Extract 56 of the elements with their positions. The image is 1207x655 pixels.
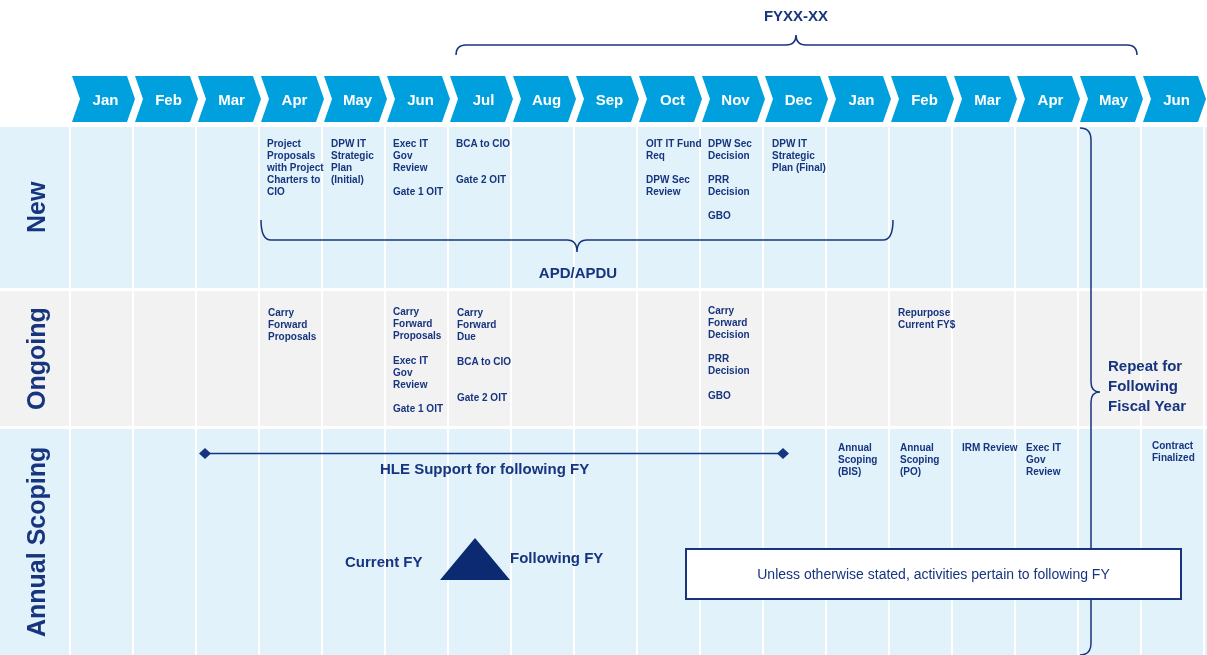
month-header: Oct: [639, 76, 702, 122]
activity-text: Project Proposals with Project Charters to CIO: [267, 138, 325, 198]
activity-text: PRR Decision: [708, 353, 751, 377]
activity-text: Exec IT Gov Review: [393, 138, 430, 174]
activity-text: DPW Sec Review: [646, 174, 691, 198]
month-header: May: [324, 76, 387, 122]
activity-text: PRR Decision: [708, 174, 751, 198]
activity-text: Gate 1 OIT: [393, 186, 444, 198]
activity-text: Repurpose Current FY$: [898, 307, 957, 331]
month-header: May: [1080, 76, 1143, 122]
month-header: Dec: [765, 76, 828, 122]
month-header: Mar: [954, 76, 1017, 122]
activity-text: GBO: [708, 210, 732, 222]
bracket-label: Repeat for Following Fiscal Year: [1108, 356, 1188, 416]
month-header: Jan: [828, 76, 891, 122]
month-header: Feb: [891, 76, 954, 122]
month-header: Jan: [72, 76, 135, 122]
bracket-label: APD/APDU: [537, 263, 619, 283]
row-heading: Annual Scoping: [22, 446, 50, 637]
month-header: Jun: [387, 76, 450, 122]
activity-text: Annual Scoping (PO): [900, 442, 941, 478]
month-header: Apr: [1017, 76, 1080, 122]
bracket-label: FYXX-XX: [762, 6, 830, 26]
month-header: Sep: [576, 76, 639, 122]
activity-text: DPW IT Strategic Plan (Final): [772, 138, 827, 174]
legend-text: Following FY: [510, 548, 605, 568]
activity-text: BCA to CIO: [456, 138, 512, 150]
activity-text: Carry Forward Proposals: [268, 307, 318, 343]
activity-text: Exec IT Gov Review: [1026, 442, 1063, 478]
row-heading: New: [22, 181, 50, 233]
activity-text: Annual Scoping (BIS): [838, 442, 879, 478]
month-header: Apr: [261, 76, 324, 122]
month-header: Mar: [198, 76, 261, 122]
activity-text: DPW IT Strategic Plan (Initial): [331, 138, 375, 186]
note-box: Unless otherwise stated, activities pertain to following FY: [685, 548, 1182, 600]
month-header: Jun: [1143, 76, 1206, 122]
activity-text: Gate 2 OIT: [456, 174, 507, 186]
bar-label: HLE Support for following FY: [380, 459, 591, 479]
month-header: Aug: [513, 76, 576, 122]
activity-text: Contract Finalized: [1152, 440, 1196, 464]
activity-text: GBO: [708, 390, 732, 402]
legend-text: Current FY: [345, 552, 424, 572]
month-header: Feb: [135, 76, 198, 122]
activity-text: Exec IT Gov Review: [393, 355, 430, 391]
month-header: Jul: [450, 76, 513, 122]
activity-text: Carry Forward Proposals: [393, 306, 443, 342]
activity-text: BCA to CIO: [457, 356, 513, 368]
activity-text: IRM Review: [962, 442, 1018, 454]
activity-text: Carry Forward Decision: [708, 305, 751, 341]
month-header: Nov: [702, 76, 765, 122]
activity-text: Gate 1 OIT: [393, 403, 444, 415]
activity-text: DPW Sec Decision: [708, 138, 753, 162]
row-heading: Ongoing: [22, 307, 50, 410]
activity-text: OIT IT Fund Req: [646, 138, 702, 162]
activity-text: Carry Forward Due: [457, 307, 498, 343]
activity-text: Gate 2 OIT: [457, 392, 508, 404]
